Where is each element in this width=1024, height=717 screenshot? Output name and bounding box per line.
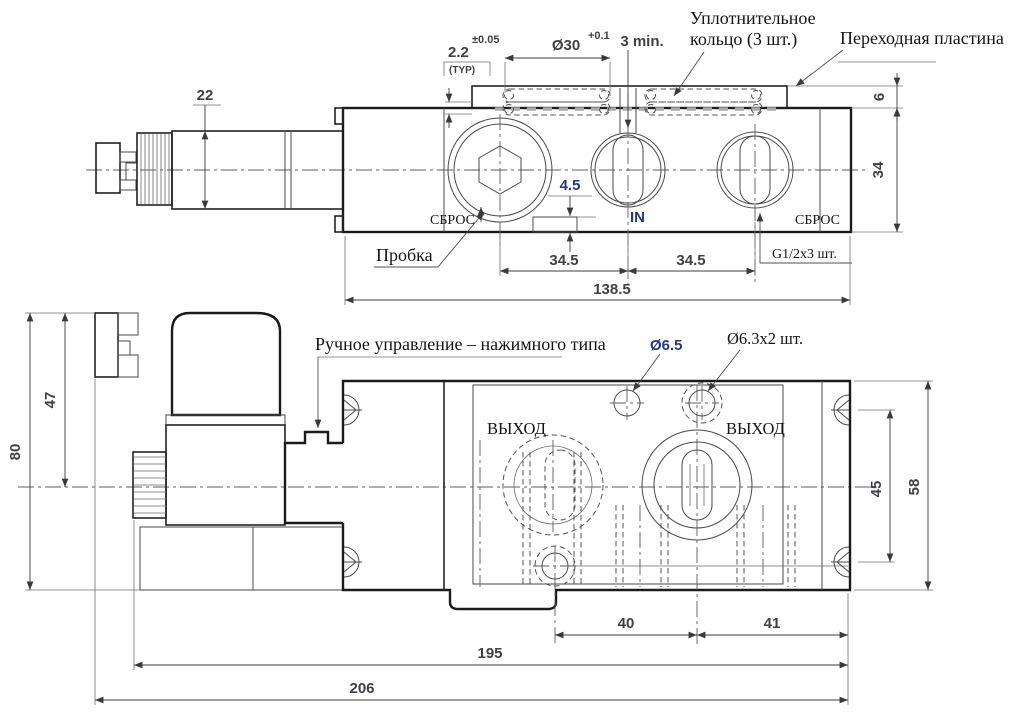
dim-plate-thickness: 6	[787, 73, 903, 121]
dim-length-206: 206	[94, 379, 848, 705]
knurled-nut	[136, 132, 173, 206]
dim-d30-tol: +0.1	[588, 30, 610, 42]
thread-label: G1/2x3 шт.	[772, 247, 837, 262]
seal-ring-label-line1: Уплотнительное	[690, 8, 816, 28]
hidden-drill-lines	[522, 452, 796, 587]
dim-seal-diameter: Ø30 +0.1	[504, 30, 611, 93]
seal-rings	[495, 88, 780, 133]
coil-housing	[170, 311, 282, 417]
outlet-port-visible	[641, 385, 753, 645]
hole-63-label: Ø6.3x2 шт.	[727, 329, 803, 348]
dim-41-label: 41	[764, 615, 781, 632]
dim-port-spacing: 34.5 34.5	[499, 222, 756, 276]
drain-right-label: СБРОС	[795, 213, 840, 228]
drain-left-label: СБРОС	[430, 213, 475, 228]
dim-hole-spacing: 40 41	[555, 593, 849, 705]
dim-45-label: 45	[868, 481, 885, 498]
adapter-plate-label: Переходная пластина	[840, 28, 1004, 48]
label-seal-ring: Уплотнительное кольцо (3 шт.)	[673, 8, 816, 97]
hex-socket	[478, 145, 522, 195]
label-adapter-plate: Переходная пластина	[795, 28, 1004, 87]
knurl-lines-top	[134, 456, 166, 514]
dim-d30-label: Ø30	[552, 37, 580, 54]
dim-58-label: 58	[906, 479, 923, 496]
plate-outline-top	[472, 384, 784, 585]
front-view: 22	[86, 8, 1004, 305]
dim-typ-label: (TYP)	[449, 65, 475, 76]
dim-length-195: 195	[133, 520, 848, 670]
knurl-lines	[140, 134, 170, 204]
dim-34-5-left-label: 34.5	[549, 252, 578, 269]
bottom-pad	[532, 216, 578, 233]
dim-47-label: 47	[42, 392, 59, 409]
dim-34-label: 34	[870, 161, 887, 178]
dim-206-label: 206	[349, 680, 374, 697]
small-bottom-hole	[533, 545, 577, 645]
solenoid-tube-top	[165, 424, 286, 526]
dim-2-2-label: 2.2	[448, 44, 469, 61]
dim-slot-spacing: 45	[858, 409, 895, 563]
label-hole-63: Ø6.3x2 шт.	[707, 329, 803, 392]
dim-gap: 3 min.	[620, 33, 664, 128]
bracket	[139, 526, 344, 591]
bottom-solenoid	[94, 311, 344, 591]
dim-2-2-tol: ±0.05	[472, 34, 499, 46]
dim-6-label: 6	[871, 93, 888, 101]
mounting-hole-65	[610, 386, 644, 420]
dim-4-5-label: 4.5	[560, 177, 581, 194]
mounting-slots	[343, 394, 850, 578]
dim-3min-label: 3 min.	[620, 33, 663, 50]
dim-body-width: 58	[854, 380, 933, 591]
hidden-centerlines	[479, 440, 764, 587]
plug-label: Пробка	[376, 245, 433, 265]
bottom-valve-body	[341, 379, 852, 611]
dim-138-5-label: 138.5	[593, 281, 631, 298]
dim-body-height: 34	[851, 108, 903, 233]
dim-coil-diameter: 22	[193, 87, 221, 209]
hole-65-label: Ø6.5	[650, 337, 683, 354]
outlet-right-label: ВЫХОД	[726, 419, 785, 438]
seal-ring-label-line2: кольцо (3 шт.)	[690, 29, 797, 50]
dim-solenoid-height: 47	[25, 312, 95, 487]
bottom-view: Ручное управление – нажимного типа Ø6.5 …	[7, 311, 933, 705]
dim-195-label: 195	[477, 645, 502, 662]
dim-pad-height: 4.5	[548, 177, 596, 252]
dim-body-length: 138.5	[344, 236, 851, 305]
label-hole-65: Ø6.5	[632, 337, 683, 392]
manual-override-label: Ручное управление – нажимного типа	[315, 334, 606, 354]
mounting-hole-63	[681, 382, 723, 424]
port-drain-right	[716, 124, 794, 284]
dim-22-label: 22	[197, 87, 214, 104]
dim-40-label: 40	[618, 615, 635, 632]
dim-overall-height: 80	[7, 313, 140, 591]
label-plug: Пробка	[374, 211, 485, 268]
dim-step: 2.2 ±0.05 (TYP)	[443, 34, 499, 128]
neck	[283, 430, 343, 525]
label-thread: G1/2x3 шт.	[756, 213, 852, 264]
outlet-left-label: ВЫХОД	[487, 419, 546, 438]
outlet-port-hidden	[502, 434, 604, 536]
dim-34-5-right-label: 34.5	[676, 252, 705, 269]
inlet-label: IN	[630, 209, 645, 226]
dim-80-label: 80	[7, 444, 24, 461]
label-manual-override: Ручное управление – нажимного типа	[314, 334, 606, 428]
port-plug	[447, 114, 553, 248]
